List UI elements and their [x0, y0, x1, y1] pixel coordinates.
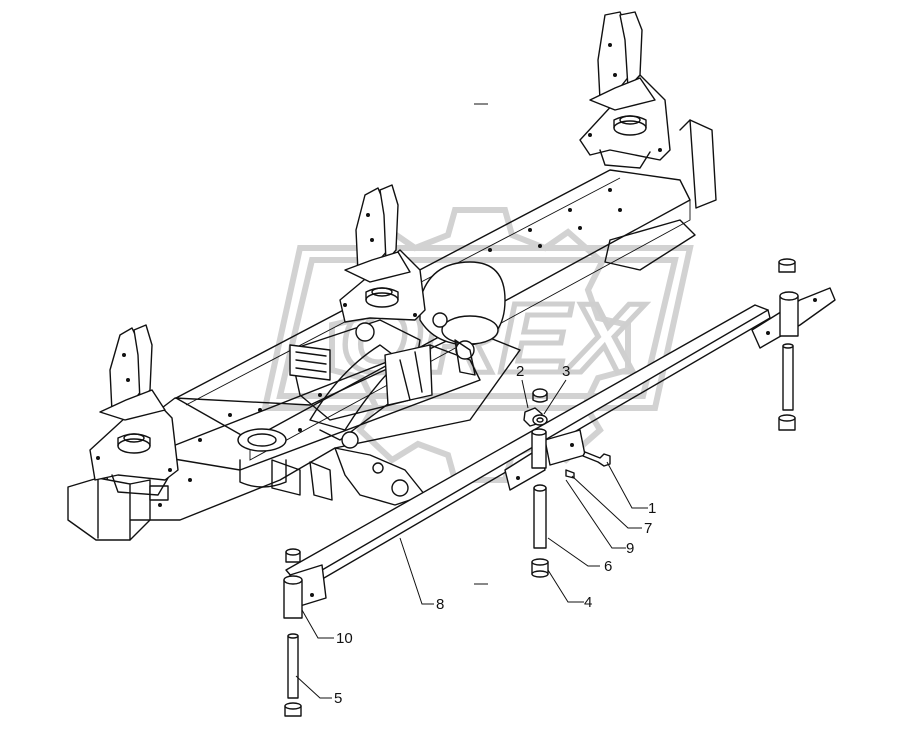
callout-8: 8 — [436, 596, 444, 613]
callout-4: 4 — [584, 594, 592, 611]
tower-middle — [339, 184, 426, 323]
callout-10: 10 — [336, 630, 353, 647]
callout-2: 2 — [516, 363, 524, 380]
callout-5: 5 — [334, 690, 342, 707]
bolt-part-1 — [582, 451, 611, 467]
reference-ticks — [474, 103, 488, 585]
pivot-assembly — [289, 261, 506, 449]
center-hinge-bracket — [504, 428, 586, 491]
callout-6: 6 — [604, 558, 612, 575]
main-frame — [67, 119, 717, 541]
housing-part-10 — [283, 579, 303, 619]
tower-right — [579, 11, 671, 169]
callouts: 1 2 3 4 5 6 7 8 9 10 — [334, 363, 656, 707]
washer-part-3 — [532, 414, 548, 426]
watermark-logo: OREX — [261, 207, 694, 483]
callout-9: 9 — [626, 540, 634, 557]
pin-part-5 — [287, 635, 299, 699]
hardware — [283, 258, 799, 717]
pin-part-6 — [533, 487, 547, 549]
leader-lines — [295, 379, 648, 699]
callout-3: 3 — [562, 363, 570, 380]
callout-7: 7 — [644, 520, 652, 537]
callout-1: 1 — [648, 500, 656, 517]
tower-left — [89, 324, 179, 496]
